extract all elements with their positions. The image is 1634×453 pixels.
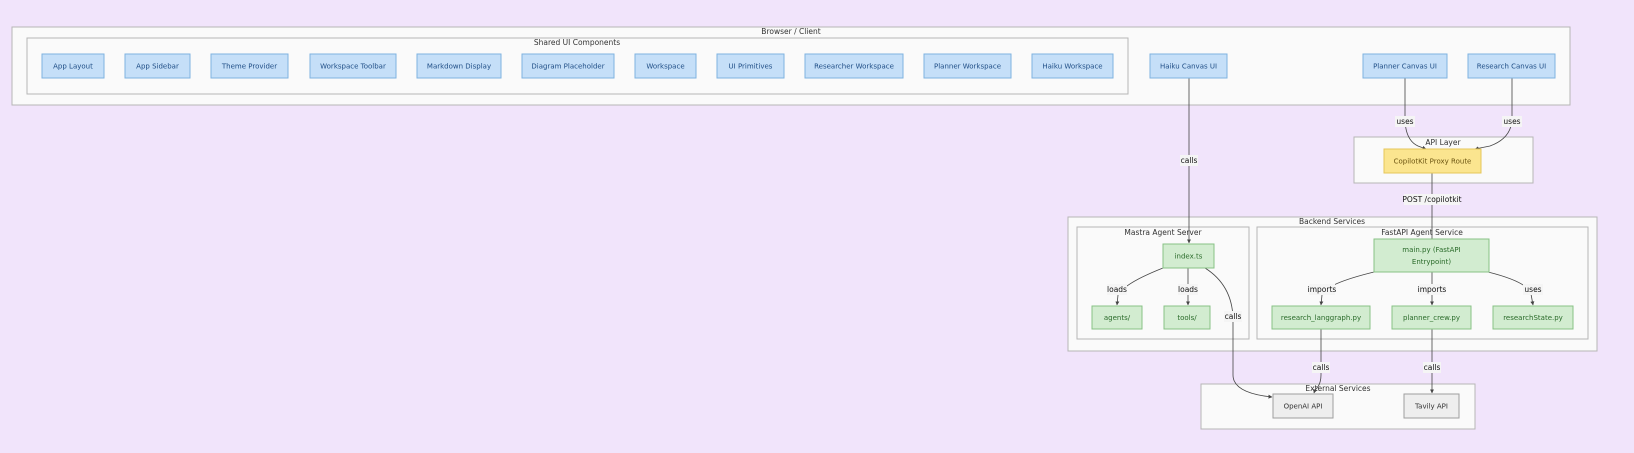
node-planner-crew-py: planner_crew.py (1391, 305, 1472, 330)
svg-text:imports: imports (1308, 285, 1337, 294)
svg-text:Diagram Placeholder: Diagram Placeholder (531, 63, 604, 71)
group-fastapi-title: FastAPI Agent Service (1381, 228, 1463, 237)
edge-label-post-copilotkit: POST /copilotkit (1402, 194, 1462, 205)
edge-label-planner-uses: uses (1395, 116, 1415, 127)
svg-text:Research Canvas UI: Research Canvas UI (1477, 63, 1546, 71)
node-workspace: Workspace (634, 53, 697, 79)
node-researcher-workspace: Researcher Workspace (804, 53, 904, 79)
svg-text:calls: calls (1313, 363, 1330, 372)
svg-text:OpenAI API: OpenAI API (1284, 403, 1323, 411)
group-backend-title: Backend Services (1299, 217, 1365, 226)
node-planner-workspace: Planner Workspace (923, 53, 1012, 79)
svg-text:Haiku Workspace: Haiku Workspace (1042, 63, 1102, 71)
svg-text:Haiku Canvas UI: Haiku Canvas UI (1160, 63, 1217, 71)
svg-text:Tavily API: Tavily API (1414, 403, 1448, 411)
svg-text:calls: calls (1424, 363, 1441, 372)
group-api-layer-title: API Layer (1425, 138, 1461, 147)
node-main-py: main.py (FastAPI Entrypoint) (1373, 238, 1490, 273)
svg-text:loads: loads (1107, 285, 1127, 294)
svg-text:agents/: agents/ (1104, 314, 1131, 322)
group-mastra-title: Mastra Agent Server (1124, 228, 1202, 237)
svg-text:Workspace: Workspace (646, 63, 684, 71)
node-research-state-py: researchState.py (1492, 305, 1574, 330)
node-app-sidebar: App Sidebar (124, 53, 191, 79)
svg-text:Entrypoint): Entrypoint) (1412, 258, 1451, 266)
node-haiku-workspace: Haiku Workspace (1031, 53, 1114, 79)
svg-text:imports: imports (1418, 285, 1447, 294)
svg-text:index.ts: index.ts (1175, 253, 1203, 261)
node-research-langgraph-py: research_langgraph.py (1271, 305, 1371, 330)
node-ui-primitives: UI Primitives (716, 53, 785, 79)
svg-text:loads: loads (1178, 285, 1198, 294)
svg-text:Workspace Toolbar: Workspace Toolbar (320, 63, 386, 71)
node-index-ts: index.ts (1162, 243, 1215, 269)
svg-text:CopilotKit Proxy Route: CopilotKit Proxy Route (1394, 158, 1472, 166)
svg-text:Planner Workspace: Planner Workspace (934, 63, 1001, 71)
node-planner-canvas-ui: Planner Canvas UI (1362, 53, 1448, 79)
svg-text:uses: uses (1524, 285, 1541, 294)
node-theme-provider: Theme Provider (210, 53, 289, 79)
svg-text:research_langgraph.py: research_langgraph.py (1281, 314, 1361, 322)
svg-text:Researcher Workspace: Researcher Workspace (814, 63, 894, 71)
node-copilotkit-proxy-route: CopilotKit Proxy Route (1383, 148, 1482, 174)
edge-langgraph-calls-openai (1313, 329, 1322, 394)
svg-text:Planner Canvas UI: Planner Canvas UI (1373, 63, 1437, 71)
svg-text:uses: uses (1503, 117, 1520, 126)
node-markdown-display: Markdown Display (416, 53, 502, 79)
node-diagram-placeholder: Diagram Placeholder (521, 53, 615, 79)
svg-text:App Sidebar: App Sidebar (136, 63, 179, 71)
edge-label-imports-langgraph: imports (1308, 284, 1337, 295)
node-openai-api: OpenAI API (1272, 393, 1334, 419)
group-shared-ui-title: Shared UI Components (534, 38, 620, 47)
group-browser-client-title: Browser / Client (761, 27, 820, 36)
svg-text:POST /copilotkit: POST /copilotkit (1402, 195, 1461, 204)
node-research-canvas-ui: Research Canvas UI (1467, 53, 1556, 79)
edge-index-calls-openai (1204, 267, 1273, 399)
node-workspace-toolbar: Workspace Toolbar (309, 53, 397, 79)
svg-text:App Layout: App Layout (53, 63, 93, 71)
edge-label-index-calls: calls (1224, 311, 1242, 322)
svg-text:calls: calls (1225, 312, 1242, 321)
svg-text:researchState.py: researchState.py (1503, 314, 1563, 322)
svg-text:planner_crew.py: planner_crew.py (1403, 314, 1460, 322)
svg-text:Theme Provider: Theme Provider (221, 63, 277, 71)
edge-label-uses-state: uses (1523, 284, 1543, 295)
edge-label-imports-planner: imports (1418, 284, 1447, 295)
node-haiku-canvas-ui: Haiku Canvas UI (1149, 53, 1228, 79)
svg-text:main.py (FastAPI: main.py (FastAPI (1402, 246, 1460, 254)
svg-text:tools/: tools/ (1177, 314, 1197, 322)
node-tools-dir: tools/ (1163, 305, 1211, 330)
node-tavily-api: Tavily API (1403, 393, 1460, 419)
node-app-layout: App Layout (41, 53, 105, 79)
edge-label-loads-agents: loads (1107, 284, 1127, 295)
edge-label-haiku-calls: calls (1180, 155, 1198, 166)
svg-text:uses: uses (1396, 117, 1413, 126)
edge-label-research-uses: uses (1502, 116, 1522, 127)
svg-text:calls: calls (1181, 156, 1198, 165)
edge-label-langgraph-calls: calls (1312, 362, 1330, 373)
node-agents-dir: agents/ (1091, 305, 1143, 330)
svg-text:Markdown Display: Markdown Display (427, 63, 491, 71)
edge-label-loads-tools: loads (1178, 284, 1198, 295)
edge-label-planner-calls: calls (1423, 362, 1441, 373)
group-external-title: External Services (1305, 384, 1370, 393)
svg-text:UI Primitives: UI Primitives (729, 63, 773, 71)
